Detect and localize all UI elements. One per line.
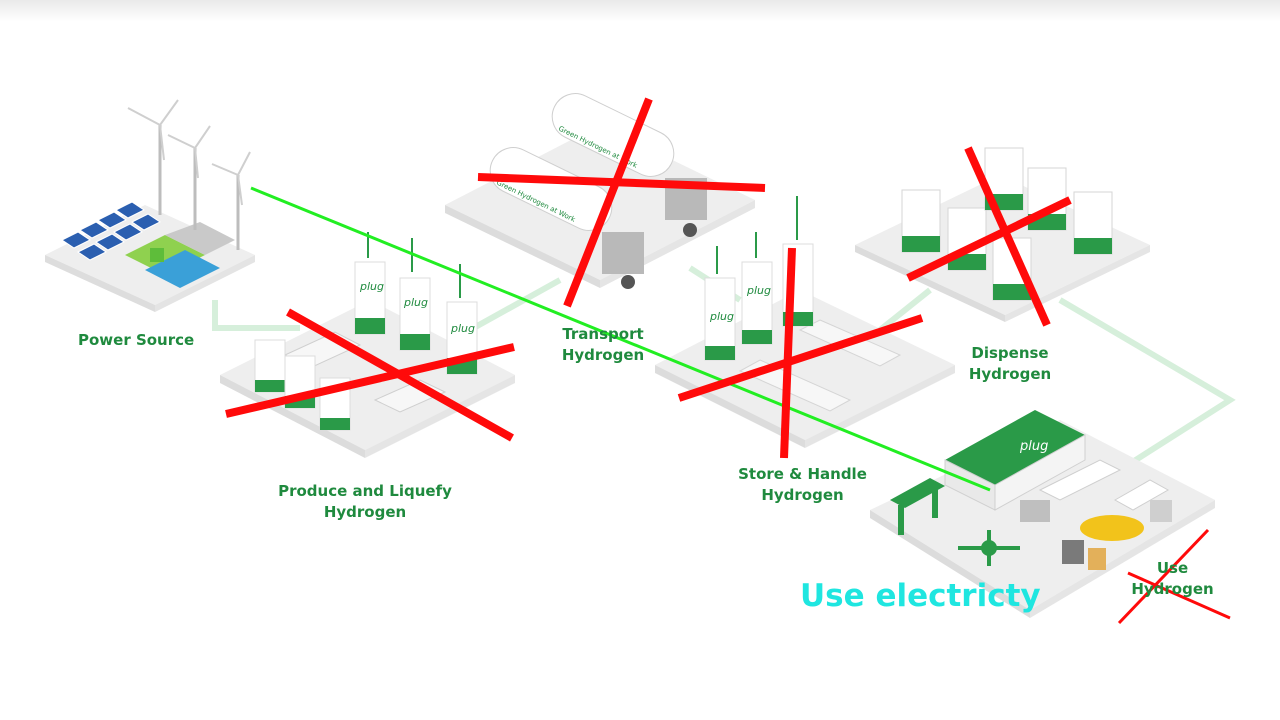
plug-logo: plug [359,280,384,293]
plug-logo: plug [403,296,428,309]
transport-platform: Green Hydrogen at Work Green Hydrogen at… [445,93,755,289]
label-produce-liquefy: Produce and Liquefy Hydrogen [270,481,460,523]
label-store-handle: Store & Handle Hydrogen [735,464,870,506]
cross-produce [225,308,515,442]
use-line2: Hydrogen [1131,580,1214,598]
cross-transport [477,97,766,308]
store-line1: Store & Handle [738,465,867,483]
cross-use [1117,528,1231,625]
use-platform: plug [870,410,1215,618]
use-electricity-caption: Use electricty [800,578,1041,614]
store-tanks [704,243,814,361]
label-dispense: Dispense Hydrogen [960,343,1060,385]
dispense-line1: Dispense [971,344,1049,362]
store-vents [716,196,798,274]
top-shadow [0,0,1280,22]
trucks-vehicles [958,459,1172,570]
label-power-source: Power Source [78,330,194,351]
canopy [890,478,945,535]
dispense-line2: Hydrogen [968,365,1052,383]
plug-logo: plug [746,284,771,297]
produce-line1: Produce and Liquefy [278,482,452,500]
wind-turbines [158,125,240,250]
use-line1: Use [1156,559,1189,577]
produce-platform: plug plug plug [220,232,515,458]
cross-store [677,247,924,459]
turbine-blades [127,99,251,206]
transport-line1: Transport [562,325,644,343]
store-platform: plug plug [655,196,955,448]
power-source-platform [45,99,255,312]
fuel-cell-building [944,410,1086,511]
store-line2: Hydrogen [761,486,844,504]
transport-line2: Hydrogen [561,346,645,364]
plug-logo: plug [450,322,475,335]
produce-line2: Hydrogen [323,503,407,521]
hydro-dam [125,222,235,288]
solar-panels [61,201,161,261]
plug-logo: plug [709,310,734,323]
label-transport: Transport Hydrogen [548,324,658,366]
power-source-text: Power Source [78,331,195,349]
plug-logo: plug [1019,439,1048,454]
electricity-path-line [250,186,991,492]
cross-dispense [906,146,1072,327]
storage-tanks [254,261,478,431]
label-use: Use Hydrogen [1125,558,1220,600]
red-cross-marks [225,97,1072,459]
